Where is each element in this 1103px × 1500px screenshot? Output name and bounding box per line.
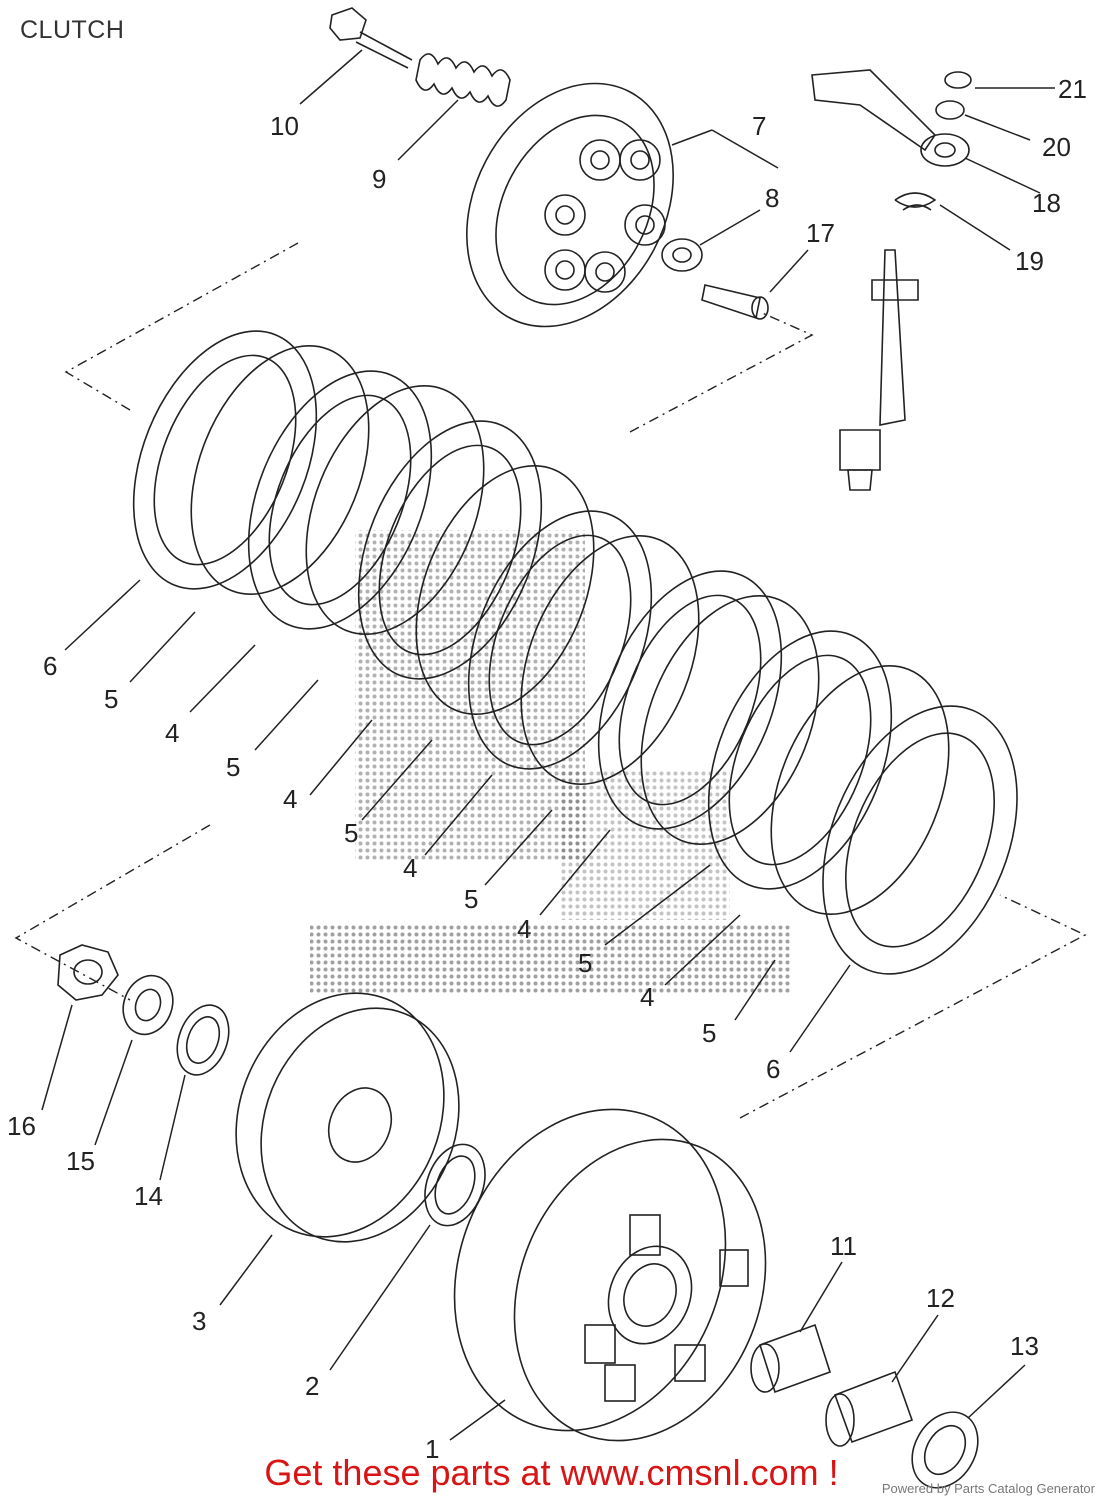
callout-5-f: 5 <box>702 1018 716 1048</box>
callout-4-a: 4 <box>165 718 179 748</box>
callout-5-c: 5 <box>344 818 358 848</box>
callout-4-b: 4 <box>283 784 297 814</box>
bearing <box>661 238 703 272</box>
callout-16: 16 <box>7 1111 36 1141</box>
pressure-plate <box>466 82 674 328</box>
callout-5-a: 5 <box>104 684 118 714</box>
callout-20: 20 <box>1042 132 1071 162</box>
callout-4-c: 4 <box>403 853 417 883</box>
bolt <box>329 7 413 69</box>
callout-15: 15 <box>66 1146 95 1176</box>
powered-by-label: Powered by Parts Catalog Generator <box>881 1481 1095 1496</box>
collar-bearing-washer <box>750 1323 979 1489</box>
callout-4-d: 4 <box>517 914 531 944</box>
callout-18: 18 <box>1032 188 1061 218</box>
clutch-plate-stack <box>132 330 1018 975</box>
clutch-spring <box>415 53 511 107</box>
callout-10: 10 <box>270 111 299 141</box>
callout-6-a: 6 <box>43 651 57 681</box>
callout-9: 9 <box>372 164 386 194</box>
clutch-housing <box>453 1108 767 1442</box>
callout-3: 3 <box>192 1306 206 1336</box>
callout-5-e: 5 <box>578 948 592 978</box>
callout-labels: 1 2 3 4 4 4 4 4 5 5 5 5 5 5 6 6 7 8 9 10… <box>7 74 1087 1464</box>
clutch-boss <box>235 992 460 1243</box>
callout-13: 13 <box>1010 1331 1039 1361</box>
callout-11: 11 <box>830 1231 857 1261</box>
callout-17: 17 <box>806 218 835 248</box>
callout-1: 1 <box>425 1434 439 1464</box>
nut-and-washers <box>57 944 230 1076</box>
callout-5-b: 5 <box>226 752 240 782</box>
callout-7: 7 <box>752 111 766 141</box>
callout-12: 12 <box>926 1283 955 1313</box>
callout-2: 2 <box>305 1371 319 1401</box>
callout-19: 19 <box>1015 246 1044 276</box>
leader-lines <box>41 49 1055 1441</box>
push-rod <box>701 284 769 320</box>
callout-14: 14 <box>134 1181 163 1211</box>
callout-5-d: 5 <box>464 884 478 914</box>
promo-link[interactable]: Get these parts at www.cmsnl.com ! <box>264 1452 839 1493</box>
page-title: CLUTCH <box>20 16 125 44</box>
plate-group-outline <box>14 242 1087 1119</box>
callout-21: 21 <box>1058 74 1087 104</box>
watermark-logo <box>310 530 790 995</box>
callout-4-e: 4 <box>640 982 654 1012</box>
push-lever-assembly <box>811 69 972 491</box>
callout-6-b: 6 <box>766 1054 780 1084</box>
thrust-washer <box>424 1143 486 1227</box>
callout-8: 8 <box>765 183 779 213</box>
